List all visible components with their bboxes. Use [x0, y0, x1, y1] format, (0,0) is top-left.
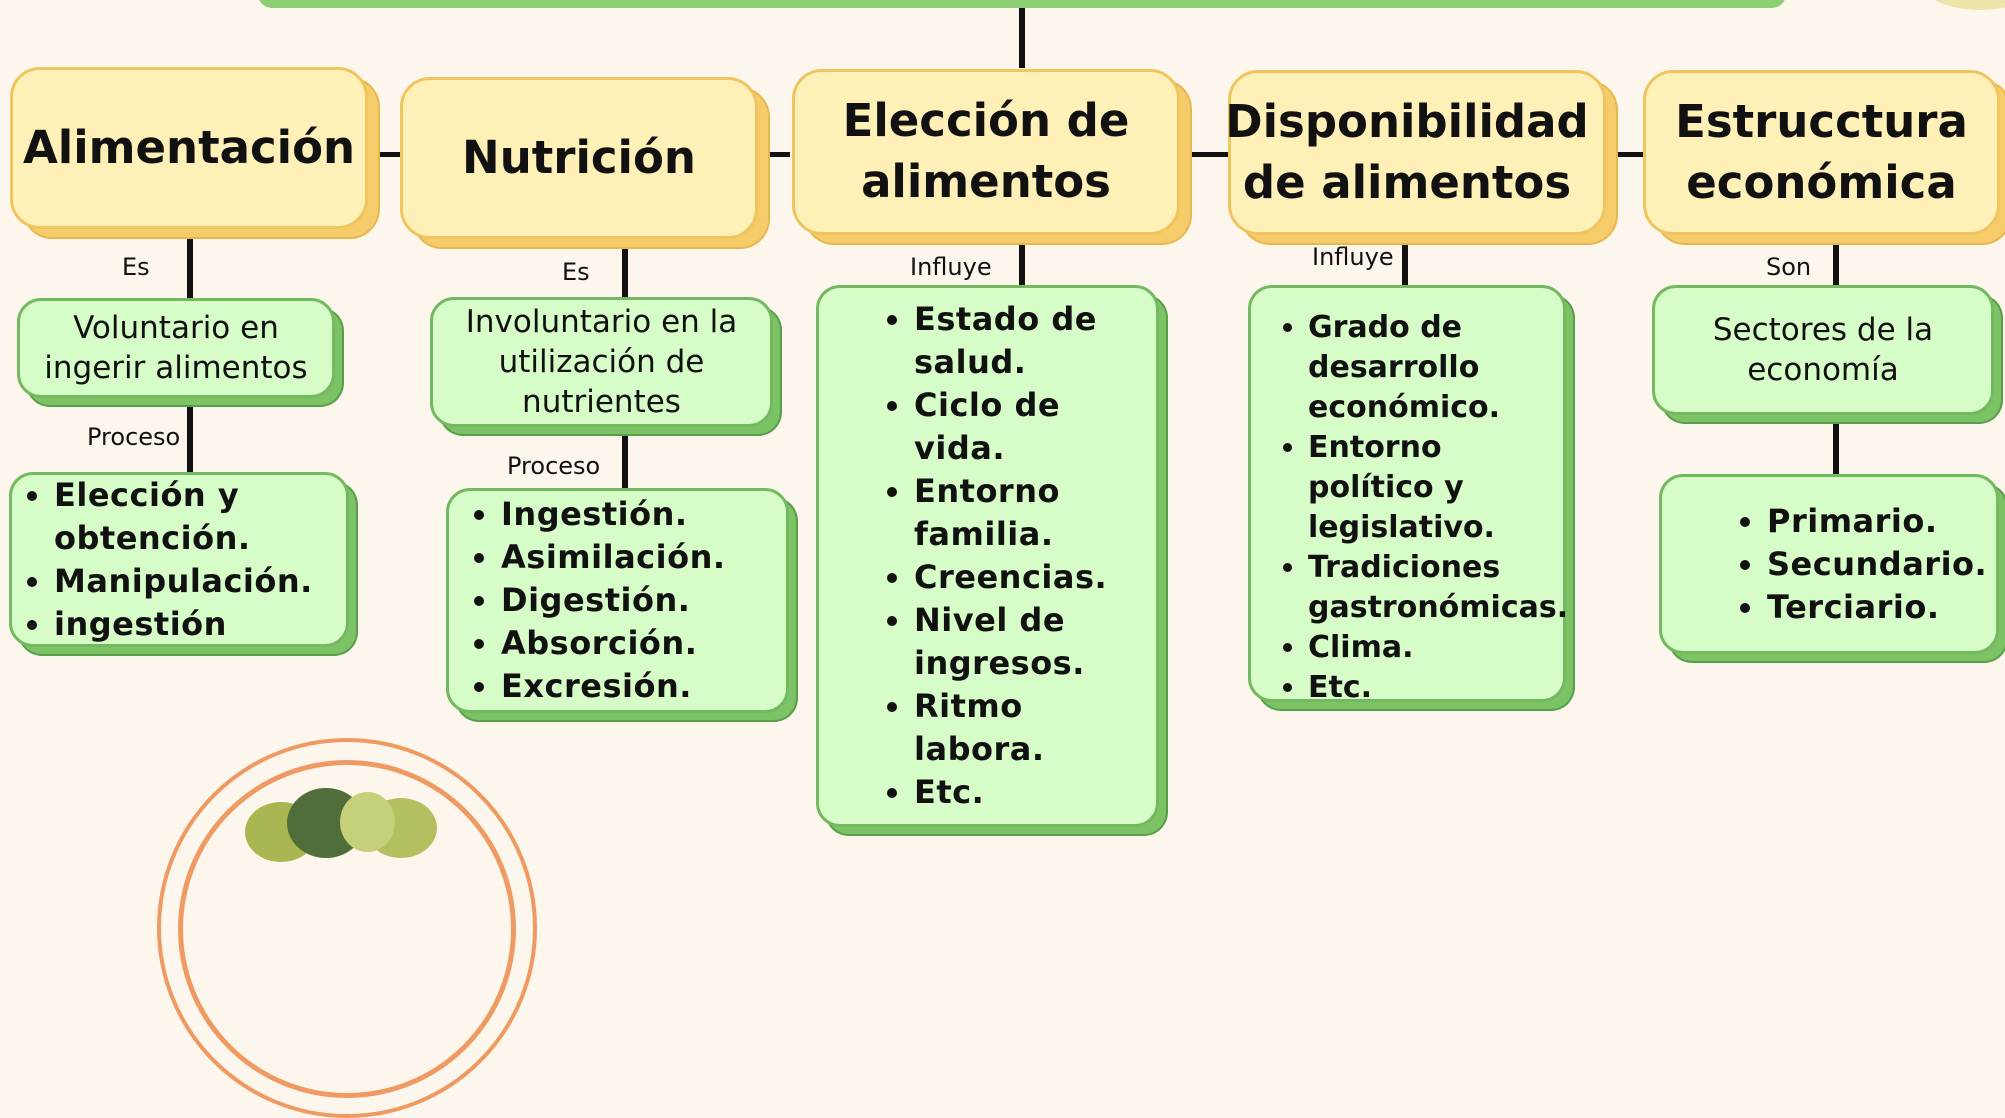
definition-nutricion: Involuntario en la utilización de nutrie… — [430, 297, 773, 427]
list-item: Ciclo de vida. — [914, 384, 1064, 470]
lettuce-leaf-icon — [340, 792, 395, 852]
list-item: Asimilación. — [501, 536, 726, 579]
list-item: Tradiciones gastronómicas. — [1308, 548, 1568, 628]
list-disponibilidad: Grado de desarrollo económico. Entorno p… — [1248, 285, 1568, 705]
concept-estructura-label: Estrucctura económica — [1675, 94, 1968, 209]
lettuce-plate-icon — [245, 780, 445, 862]
list-item: ingestión — [54, 603, 313, 646]
list-item: Clima. — [1308, 628, 1563, 668]
concept-nutricion: Nutrición — [400, 77, 758, 239]
label-estructura-son: Son — [1766, 253, 1812, 281]
connector-v-nut1 — [622, 243, 628, 298]
connector-h1 — [375, 152, 405, 157]
label-eleccion-influye: Influye — [910, 253, 992, 281]
list-nutricion: Ingestión. Asimilación. Digestión. Absor… — [446, 488, 789, 713]
list-item: Digestión. — [501, 579, 726, 622]
list-item: Excresión. — [501, 665, 726, 708]
list-item: Terciario. — [1767, 586, 1987, 629]
list-item: Nivel de ingresos. — [914, 599, 1084, 685]
title-bar-edge — [258, 0, 1786, 8]
list-item: Creencias. — [914, 556, 1107, 599]
list-item: Secundario. — [1767, 543, 1987, 586]
concept-disponibilidad-label: Disponibilidad de alimentos — [1225, 94, 1589, 209]
concept-nutricion-label: Nutrición — [462, 130, 696, 184]
connector-v-disp — [1402, 240, 1408, 288]
corner-decoration — [1915, 0, 2005, 10]
list-item: Ingestión. — [501, 493, 726, 536]
list-item: Elección y obtención. — [54, 474, 254, 560]
list-item: Grado de desarrollo económico. — [1308, 308, 1508, 428]
label-disponibilidad-influye: Influye — [1312, 243, 1394, 271]
list-item: Entorno político y legislativo. — [1308, 428, 1563, 548]
label-alimentacion-es: Es — [122, 253, 150, 281]
definition-estructura: Sectores de la economía — [1652, 285, 1994, 415]
list-item: Entorno familia. — [914, 470, 1064, 556]
list-item: Etc. — [914, 771, 1107, 814]
connector-h2 — [760, 152, 790, 157]
connector-v-est2 — [1833, 423, 1839, 475]
concept-eleccion: Elección de alimentos — [792, 69, 1180, 235]
definition-nutricion-text: Involuntario en la utilización de nutrie… — [465, 303, 738, 421]
connector-v-est1 — [1833, 245, 1839, 287]
list-item: Ritmo labora. — [914, 685, 1064, 771]
connector-v-elec — [1019, 242, 1025, 287]
concept-eleccion-label: Elección de alimentos — [842, 94, 1130, 208]
list-item: Absorción. — [501, 622, 726, 665]
connector-h3 — [1190, 152, 1230, 157]
list-item: Etc. — [1308, 668, 1563, 708]
list-item: Primario. — [1767, 500, 1987, 543]
definition-estructura-text: Sectores de la economía — [1712, 311, 1934, 388]
connector-top — [1019, 8, 1025, 68]
concept-estructura: Estrucctura económica — [1643, 70, 2000, 235]
list-eleccion: Estado de salud. Ciclo de vida. Entorno … — [816, 285, 1159, 827]
connector-v-alim1 — [187, 235, 193, 300]
connector-h4 — [1610, 152, 1645, 157]
concept-disponibilidad: Disponibilidad de alimentos — [1225, 70, 1606, 235]
concept-alimentacion: Alimentación — [10, 67, 368, 229]
label-nutricion-es: Es — [562, 258, 590, 286]
list-alimentacion: Elección y obtención. Manipulación. inge… — [9, 472, 349, 647]
connector-v-alim2 — [187, 405, 193, 475]
connector-v-nut2 — [622, 435, 628, 490]
list-item: Manipulación. — [54, 560, 313, 603]
definition-alimentacion: Voluntario en ingerir alimentos — [17, 298, 335, 398]
concept-alimentacion-label: Alimentación — [22, 120, 356, 174]
definition-alimentacion-text: Voluntario en ingerir alimentos — [44, 309, 308, 386]
list-estructura: Primario. Secundario. Terciario. — [1659, 474, 1999, 654]
list-item: Estado de salud. — [914, 298, 1104, 384]
label-nutricion-proceso: Proceso — [507, 452, 601, 480]
label-alimentacion-proceso: Proceso — [87, 423, 181, 451]
